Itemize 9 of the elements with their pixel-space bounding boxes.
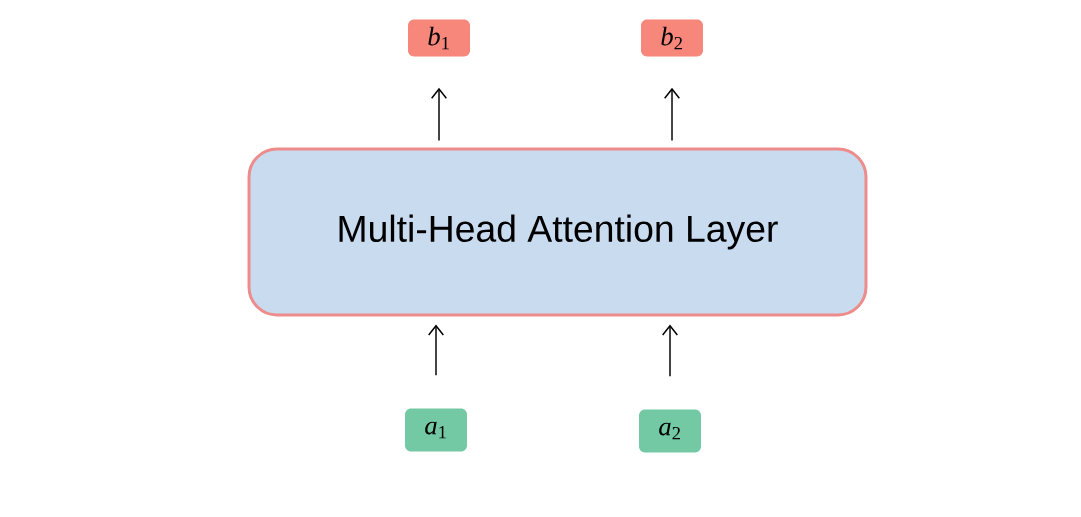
arrow [427, 324, 445, 376]
input-box: a$_{2}$ [639, 409, 701, 453]
output-box: b$_{1}$ [408, 19, 470, 57]
arrow [661, 324, 679, 377]
arrow [663, 87, 681, 142]
output-box: b$_{2}$ [641, 19, 703, 57]
input-box: a$_{1}$ [405, 408, 467, 452]
layer-box: Multi-Head Attention Layer [247, 147, 868, 317]
arrow [430, 87, 448, 142]
